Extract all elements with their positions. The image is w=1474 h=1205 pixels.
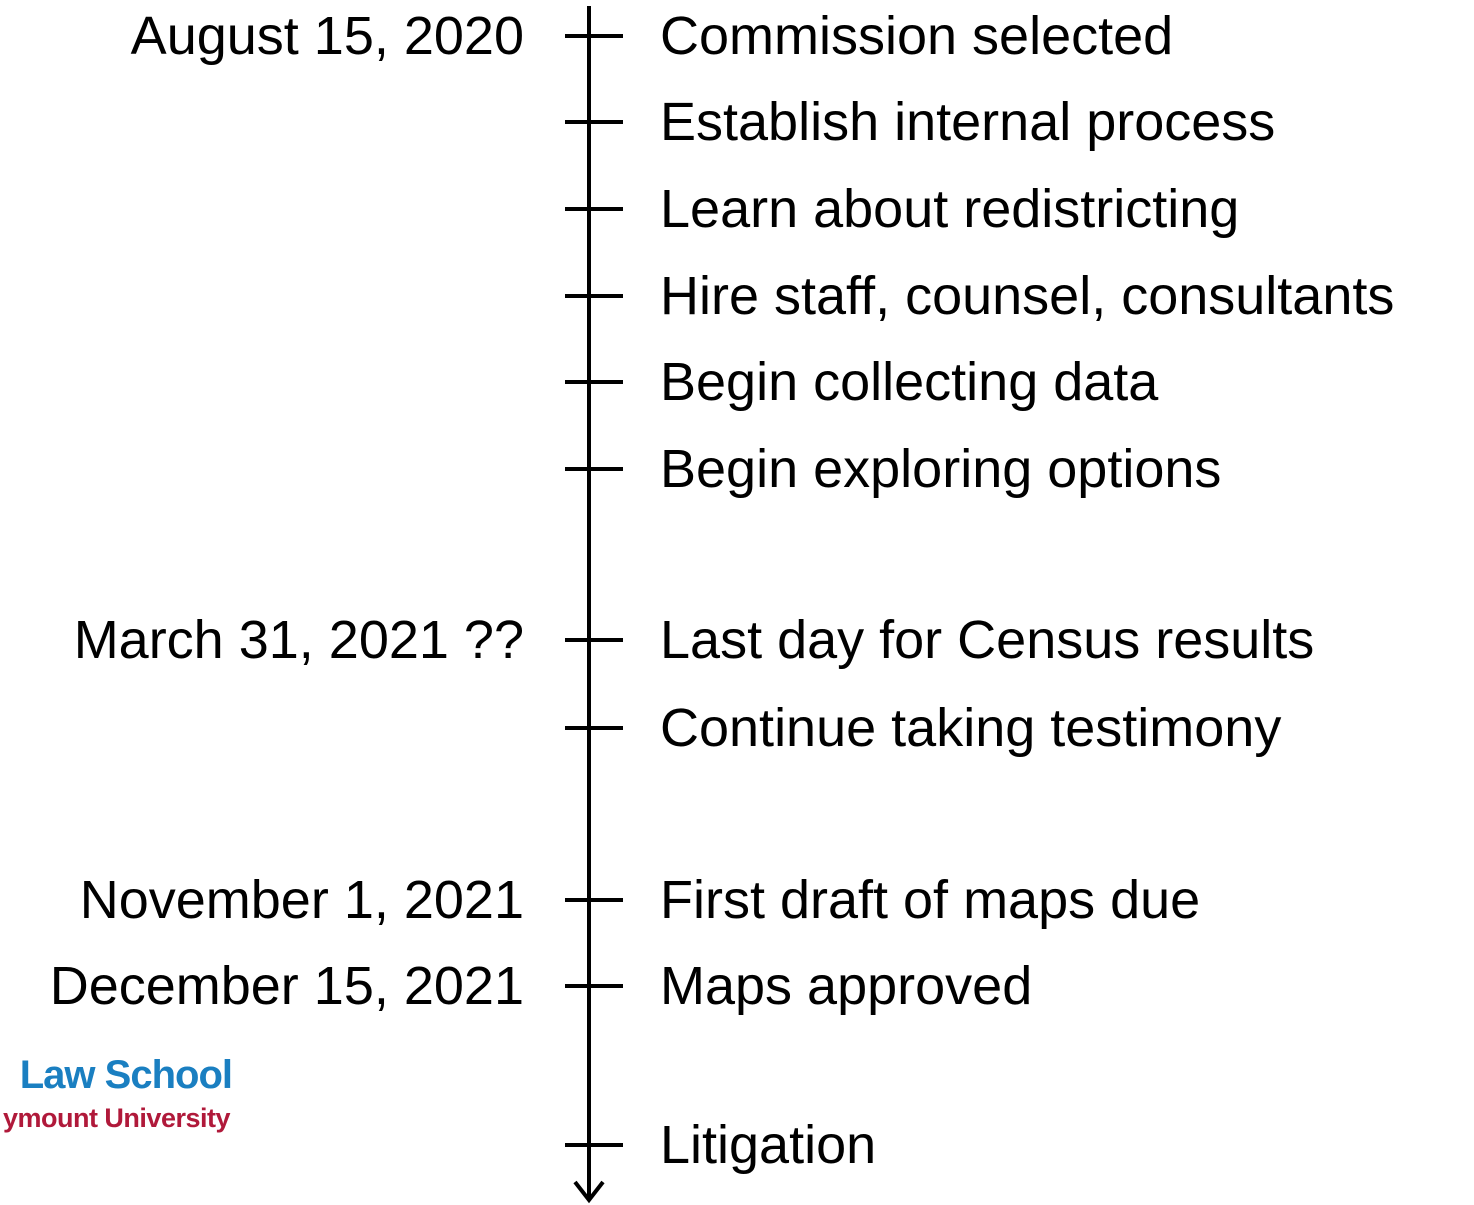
milestone-event: Commission selected bbox=[660, 6, 1174, 66]
milestone-event: Begin collecting data bbox=[660, 352, 1159, 412]
milestone-date: November 1, 2021 bbox=[79, 870, 524, 930]
milestone-event: Last day for Census results bbox=[660, 610, 1315, 670]
milestone-event: Establish internal process bbox=[660, 92, 1276, 152]
law-school-logo: Law School ymount University bbox=[0, 1052, 240, 1142]
milestone-event: Begin exploring options bbox=[660, 439, 1222, 499]
logo-title: Law School bbox=[19, 1053, 233, 1097]
milestone-event: Maps approved bbox=[660, 956, 1033, 1016]
milestone-event: First draft of maps due bbox=[660, 870, 1201, 930]
milestone-date: December 15, 2021 bbox=[49, 956, 524, 1016]
milestone-date: March 31, 2021 ?? bbox=[73, 610, 524, 670]
milestone-event: Continue taking testimony bbox=[660, 698, 1282, 758]
milestone-date: August 15, 2020 bbox=[130, 6, 524, 66]
milestone-event: Learn about redistricting bbox=[660, 179, 1240, 239]
milestone-event: Litigation bbox=[660, 1115, 877, 1175]
logo-subtitle: ymount University bbox=[2, 1103, 231, 1133]
arrow-down-icon bbox=[573, 1180, 605, 1204]
timeline-ticks bbox=[565, 34, 623, 1147]
milestone-event: Hire staff, counsel, consultants bbox=[660, 266, 1395, 326]
